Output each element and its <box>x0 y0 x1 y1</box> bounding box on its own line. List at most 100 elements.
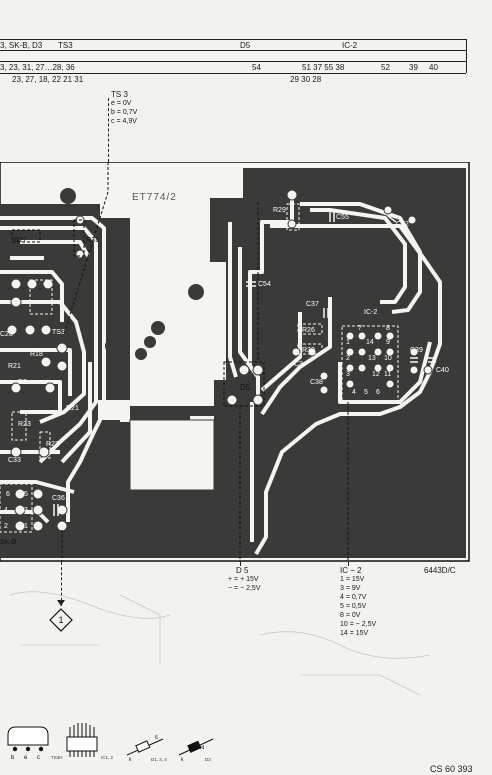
ic-pin-14: 14 <box>366 339 374 346</box>
background-sketch <box>9 591 431 696</box>
board-code: ET774/2 <box>132 192 177 203</box>
header-r1-d: IC-2 <box>342 41 358 50</box>
ic2-voltage-line-5: 5 = 0,5V <box>340 603 367 610</box>
label-r21b: R21 <box>66 405 79 412</box>
label-c39: C39 <box>410 347 423 354</box>
ic2-voltage-line-10: 10 = − 2,5V <box>340 621 377 628</box>
label-c33: C33 <box>8 457 21 464</box>
header-rule-3 <box>0 61 466 62</box>
header-r2-c: 51 37 55 38 <box>302 63 345 72</box>
ic-pin-10: 10 <box>384 355 392 362</box>
connector-pin-numbers: 6 5 4 3 2 1 <box>4 491 28 530</box>
header-rule-4 <box>0 73 466 74</box>
ic-pin-12: 12 <box>372 371 380 378</box>
conn-pin-6: 6 <box>6 491 10 498</box>
conn-pin-3: 3 <box>24 507 28 514</box>
ic-pin-6: 6 <box>376 389 380 396</box>
label-c52: C52 <box>396 221 409 228</box>
traces-left <box>0 216 106 524</box>
ic2-leader <box>348 562 349 566</box>
page-reference: CS 60 393 <box>430 764 473 774</box>
pcb-board: R29 C55 C52 C54 C37 IC-2 R26 R30 C39 C40… <box>0 162 470 562</box>
label-r23: R23 <box>18 421 31 428</box>
label-r29: R29 <box>273 207 286 214</box>
label-c28: C28 <box>0 331 13 338</box>
label-d5: D5 <box>240 383 251 392</box>
header-r3-b: 29 30 28 <box>290 75 322 84</box>
ic-pin-2: 2 <box>346 355 350 362</box>
ts3-voltage-line-e: e = 0V <box>111 100 132 107</box>
copper-cutout <box>129 419 215 491</box>
marker-arrow <box>57 600 65 606</box>
header-r3-a: 23, 27, 18, 22 21 31 <box>12 75 84 84</box>
label-c38: C38 <box>310 379 323 386</box>
header-r1-c: D5 <box>240 41 251 50</box>
legend-pin-e: e <box>24 755 28 761</box>
header-r2-d: 52 <box>381 63 390 72</box>
d5-voltage-line-minus: − = − 2,5V <box>228 585 261 592</box>
label-d3: D3 <box>18 379 27 386</box>
label-r21: R21 <box>8 363 21 370</box>
d5-voltage-line-plus: + = + 15V <box>228 576 259 583</box>
header-r2-b: 54 <box>252 63 261 72</box>
legend-ic-label: IC1, 2 <box>101 755 114 760</box>
d5-voltage-title: D 5 <box>236 566 249 575</box>
mounting-holes <box>60 188 204 360</box>
label-c40: C40 <box>436 367 449 374</box>
figure-code: 6443D/C <box>424 566 456 575</box>
header-rule-2 <box>0 50 466 51</box>
component-legend: b e c TS3H IC1, 2 6 k D1, 3, 4 red k D2 <box>7 723 214 763</box>
ic-pin-9: 9 <box>386 339 390 346</box>
label-r30: R30 <box>302 347 315 354</box>
header-r2-f: 40 <box>429 63 438 72</box>
legend-ts-label: TS3H <box>51 755 63 760</box>
d5-leader <box>240 562 241 566</box>
legend-diode2-label: D2 <box>205 757 211 762</box>
label-r18: R18 <box>30 351 43 358</box>
ic-pin-4: 4 <box>352 389 356 396</box>
label-c54: C54 <box>258 281 271 288</box>
header-r1-a: 3, SK-B, D3 <box>0 41 43 50</box>
header-r1-b: TS3 <box>58 41 73 50</box>
ts3-voltage-line-b: b = 0,7V <box>111 109 138 116</box>
conn-pin-4: 4 <box>4 507 8 514</box>
ic2-voltage-line-1: 1 = 15V <box>340 576 365 583</box>
label-c3: C3 <box>294 361 303 368</box>
legend-diode-label: D1, 3, 4 <box>151 757 167 762</box>
label-skb: SK-B <box>0 539 17 546</box>
ic2-voltage-title: IC − 2 <box>340 566 362 575</box>
ts3-voltage-title: TS 3 <box>111 90 128 99</box>
pads <box>6 189 433 532</box>
header-rule-1 <box>0 39 466 40</box>
legend-pin-c: c <box>37 755 40 761</box>
legend-diode-2: red k D2 <box>178 738 214 763</box>
traces-right <box>228 195 442 556</box>
ic-pin-7: 7 <box>358 325 362 332</box>
header-r2-e: 39 <box>409 63 418 72</box>
ic-pin-11: 11 <box>384 371 391 378</box>
conn-pin-2: 2 <box>4 523 8 530</box>
label-r27: R27 <box>14 237 27 244</box>
capacitor-symbols <box>53 210 436 516</box>
reference-marker: 1 <box>49 608 73 632</box>
label-r22: R22 <box>46 441 59 448</box>
legend-ic: IC1, 2 <box>66 723 114 760</box>
ic-pin-3: 3 <box>346 371 350 378</box>
label-ic2: IC-2 <box>364 309 377 316</box>
label-c55: C55 <box>336 214 349 221</box>
legend-diode-k: k <box>129 757 132 763</box>
ic2-voltage-line-4: 4 = 0,7V <box>340 594 367 601</box>
label-ts3: TS3 <box>52 329 65 336</box>
ic2-voltage-line-14: 14 = 15V <box>340 630 369 637</box>
header-right-border <box>466 39 467 73</box>
component-outlines <box>0 203 399 533</box>
ic-pin-numbers: 1 2 3 4 5 6 7 8 9 10 11 12 13 14 <box>346 325 392 396</box>
ic2-voltage-line-8: 8 = 0V <box>340 612 361 619</box>
legend-pin-b: b <box>11 755 15 761</box>
board-leaders <box>61 162 349 562</box>
ic-pin-1: 1 <box>346 339 350 346</box>
label-c37: C37 <box>306 301 319 308</box>
legend-diode2-k: k <box>181 757 184 763</box>
ts3-voltage-line-c: c = 4,9V <box>111 118 137 125</box>
marker-leader <box>61 562 62 606</box>
